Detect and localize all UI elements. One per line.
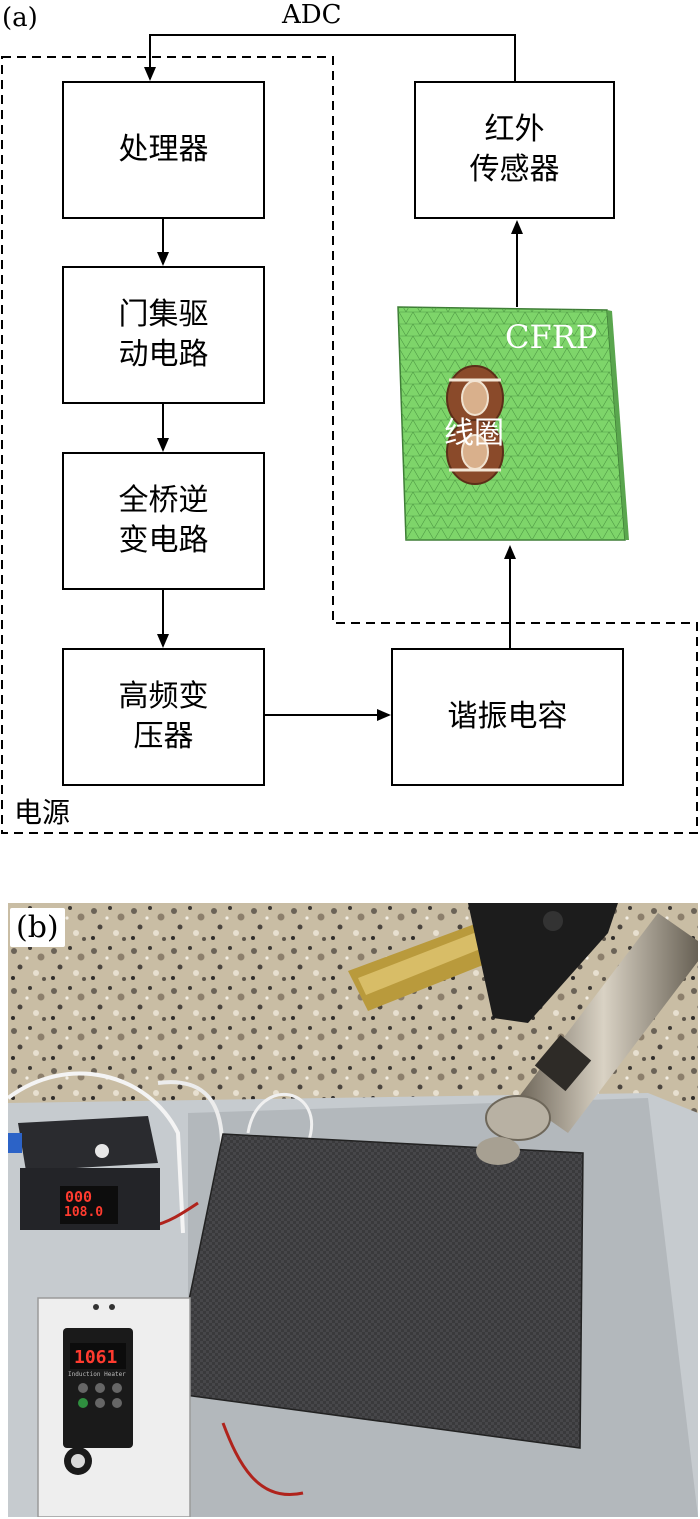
inverter-display: 1061	[74, 1347, 118, 1368]
cfrp-label: CFRP	[505, 318, 598, 356]
coil-model	[446, 365, 504, 485]
resonant-capacitor-block: 谐振电容	[391, 648, 624, 786]
cfrp-sample-plate	[169, 1133, 584, 1449]
inverter-caption: Induction Heater	[68, 1371, 126, 1378]
controller-display-top: 000	[65, 1188, 93, 1206]
inverter-block: 全桥逆 变电路	[62, 452, 265, 590]
power-boundary	[1, 56, 698, 834]
coil-label: 线圈	[444, 416, 504, 451]
gate-driver-block: 门集驱 动电路	[62, 266, 265, 404]
panel-a-label: (a)	[2, 3, 38, 33]
ir-sensor-probe	[476, 913, 698, 1165]
photo-scene	[8, 903, 698, 1517]
cfrp-model	[397, 306, 629, 541]
processor-block: 处理器	[62, 81, 265, 219]
panel-b-label: (b)	[10, 908, 65, 947]
temperature-controller	[8, 1116, 160, 1230]
controller-display-bottom: 108.0	[64, 1205, 104, 1220]
adc-label: ADC	[282, 0, 342, 30]
adc-feedback-wire	[144, 34, 516, 81]
diagram-wires	[1, 34, 698, 834]
inverter-controller	[37, 1297, 191, 1517]
ir-sensor-block: 红外 传感器	[414, 81, 615, 219]
transformer-block: 高频变 压器	[62, 648, 265, 786]
power-supply-label: 电源	[14, 796, 71, 829]
sensor-clamp	[348, 903, 618, 1023]
experiment-photo	[8, 903, 698, 1517]
